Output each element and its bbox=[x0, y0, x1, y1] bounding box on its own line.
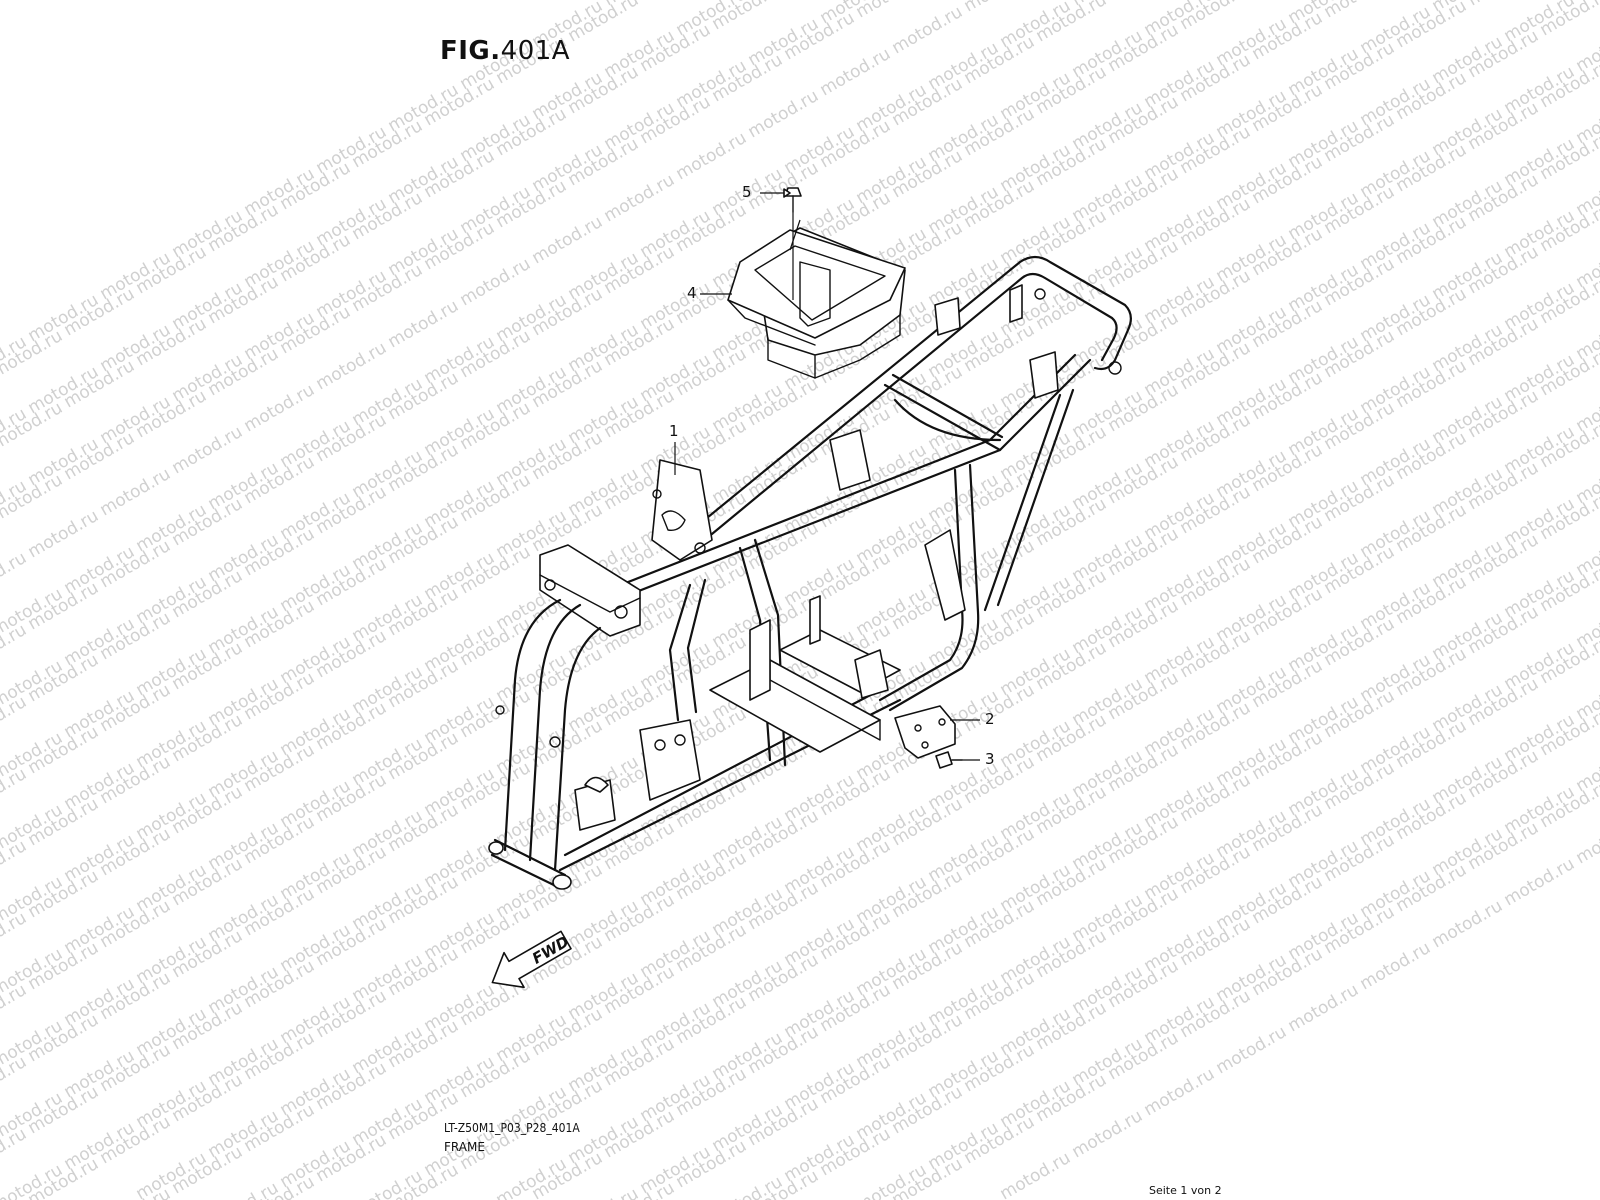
diagram-caption: FRAME bbox=[444, 1140, 485, 1154]
figure-separator: . bbox=[490, 36, 501, 66]
figure-prefix: FIG bbox=[440, 36, 491, 66]
bolt-3 bbox=[935, 751, 963, 769]
figure-number: 401A bbox=[500, 36, 571, 66]
figure-title: FIG.401A bbox=[440, 36, 570, 66]
page-indicator: Seite 1 von 2 bbox=[1149, 1184, 1222, 1197]
callout-1: 1 bbox=[669, 422, 679, 440]
callout-4: 4 bbox=[687, 284, 697, 302]
plate-2 bbox=[894, 705, 956, 759]
main-frame bbox=[488, 255, 1132, 890]
drawing-code: LT-Z50M1_P03_P28_401A bbox=[444, 1121, 580, 1135]
callout-3: 3 bbox=[985, 750, 995, 768]
fwd-arrow-icon: FWD bbox=[491, 930, 572, 989]
leader-5-arrow bbox=[783, 188, 791, 198]
callout-5: 5 bbox=[742, 183, 752, 201]
callout-2: 2 bbox=[985, 710, 995, 728]
leader-5-pointer bbox=[789, 219, 801, 251]
battery-tray bbox=[727, 227, 906, 379]
